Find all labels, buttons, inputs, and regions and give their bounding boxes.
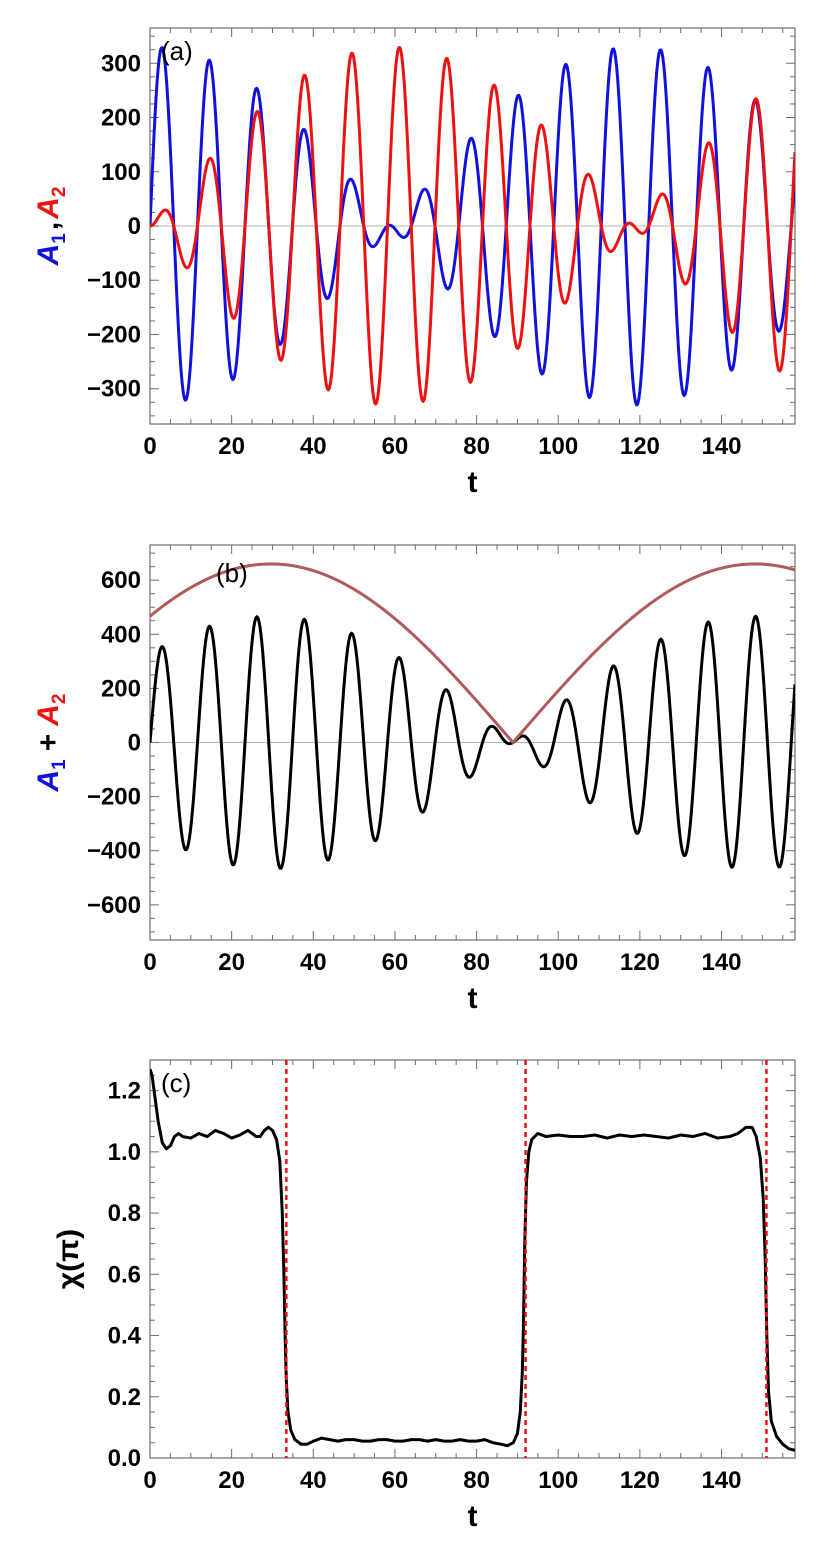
y-tick-label: 0.2: [108, 1384, 141, 1411]
x-tick-label: 140: [701, 949, 741, 976]
y-tick-label: 200: [101, 675, 141, 702]
y-tick-label: −300: [87, 376, 141, 403]
ylabel-a2: A: [32, 197, 65, 220]
y-tick-label: 600: [101, 567, 141, 594]
plot-frame: [149, 1059, 796, 1459]
x-axis-title: t: [468, 1500, 478, 1533]
ylabel-a1: A: [32, 244, 65, 267]
x-axis-title: t: [468, 982, 478, 1015]
x-tick-label: 100: [538, 1467, 578, 1494]
x-tick-label: 60: [382, 433, 409, 460]
y-tick-label: 0.6: [108, 1261, 141, 1288]
panel-label: (a): [161, 36, 193, 66]
y-tick-label: 300: [101, 50, 141, 77]
panel-c: 0 20 40 60 80 100 120 140 1.2 1.0 0.8 0.6 0.4 0.2 0.0 t…: [52, 1059, 796, 1533]
x-tick-label: 60: [382, 1467, 409, 1494]
x-tick-label: 40: [300, 949, 327, 976]
x-tick-label: 0: [143, 433, 156, 460]
x-tick-label: 120: [620, 1467, 660, 1494]
ylabel-a1-subscript: 1: [49, 759, 70, 770]
x-tick-label: 140: [701, 433, 741, 460]
panel-label: (c): [161, 1068, 191, 1098]
y-tick-label: 100: [101, 159, 141, 186]
x-tick-label: 120: [620, 433, 660, 460]
x-tick-label: 20: [218, 1467, 245, 1494]
ylabel-a2-subscript: 2: [49, 187, 70, 198]
y-tick-label: 1.0: [108, 1139, 141, 1166]
y-tick-label: −400: [87, 838, 141, 865]
y-tick-label: −600: [87, 892, 141, 919]
x-tick-label: 100: [538, 433, 578, 460]
x-axis-title: t: [468, 466, 478, 499]
x-tick-label: 80: [463, 949, 490, 976]
y-tick-label: 1.2: [108, 1078, 141, 1105]
y-axis-title: A1,A2: [32, 187, 70, 267]
x-tick-label: 20: [218, 433, 245, 460]
x-tick-label: 140: [701, 1467, 741, 1494]
series-a2-line: [150, 45, 795, 406]
y-tick-label: −200: [87, 321, 141, 348]
x-tick-label: 40: [300, 433, 327, 460]
x-tick-label: 120: [620, 949, 660, 976]
series-sum-line: [150, 1068, 795, 1452]
y-tick-label: 400: [101, 621, 141, 648]
y-tick-label: −200: [87, 784, 141, 811]
ylabel-a1: A: [32, 770, 65, 793]
series-envelope-line: [150, 562, 795, 744]
x-tick-label: 0: [143, 1467, 156, 1494]
ylabel-separator: +: [32, 734, 65, 752]
x-tick-label: 60: [382, 949, 409, 976]
x-tick-label: 80: [463, 433, 490, 460]
y-tick-label: 200: [101, 105, 141, 132]
y-tick-label: 0.0: [108, 1445, 141, 1472]
ylabel-separator: ,: [32, 222, 65, 230]
x-tick-label: 0: [143, 949, 156, 976]
ylabel-a2: A: [32, 704, 65, 727]
y-tick-label: 0: [128, 730, 141, 757]
y-axis-title: χ(π): [52, 1229, 85, 1289]
y-tick-label: −100: [87, 267, 141, 294]
y-tick-label: 0: [128, 213, 141, 240]
x-tick-label: 20: [218, 949, 245, 976]
ylabel-a2-subscript: 2: [49, 693, 70, 704]
panel-b: 0 20 40 60 80 100 120 140 600 400 200 0 −200 −400 −600…: [32, 544, 796, 1015]
x-tick-label: 100: [538, 949, 578, 976]
ylabel-a1-subscript: 1: [49, 233, 70, 244]
series-sum-line: [150, 614, 795, 870]
y-tick-label: 0.4: [108, 1323, 142, 1350]
y-axis-title: A1+A2: [32, 693, 70, 792]
x-tick-label: 80: [463, 1467, 490, 1494]
x-tick-label: 40: [300, 1467, 327, 1494]
panel-a: 0 20 40 60 80 100 120 140 300 200 100 0 −100 −200 −300…: [32, 27, 796, 499]
panel-label: (b): [216, 558, 248, 588]
series-a1-line: [150, 46, 795, 407]
y-tick-label: 0.8: [108, 1200, 141, 1227]
